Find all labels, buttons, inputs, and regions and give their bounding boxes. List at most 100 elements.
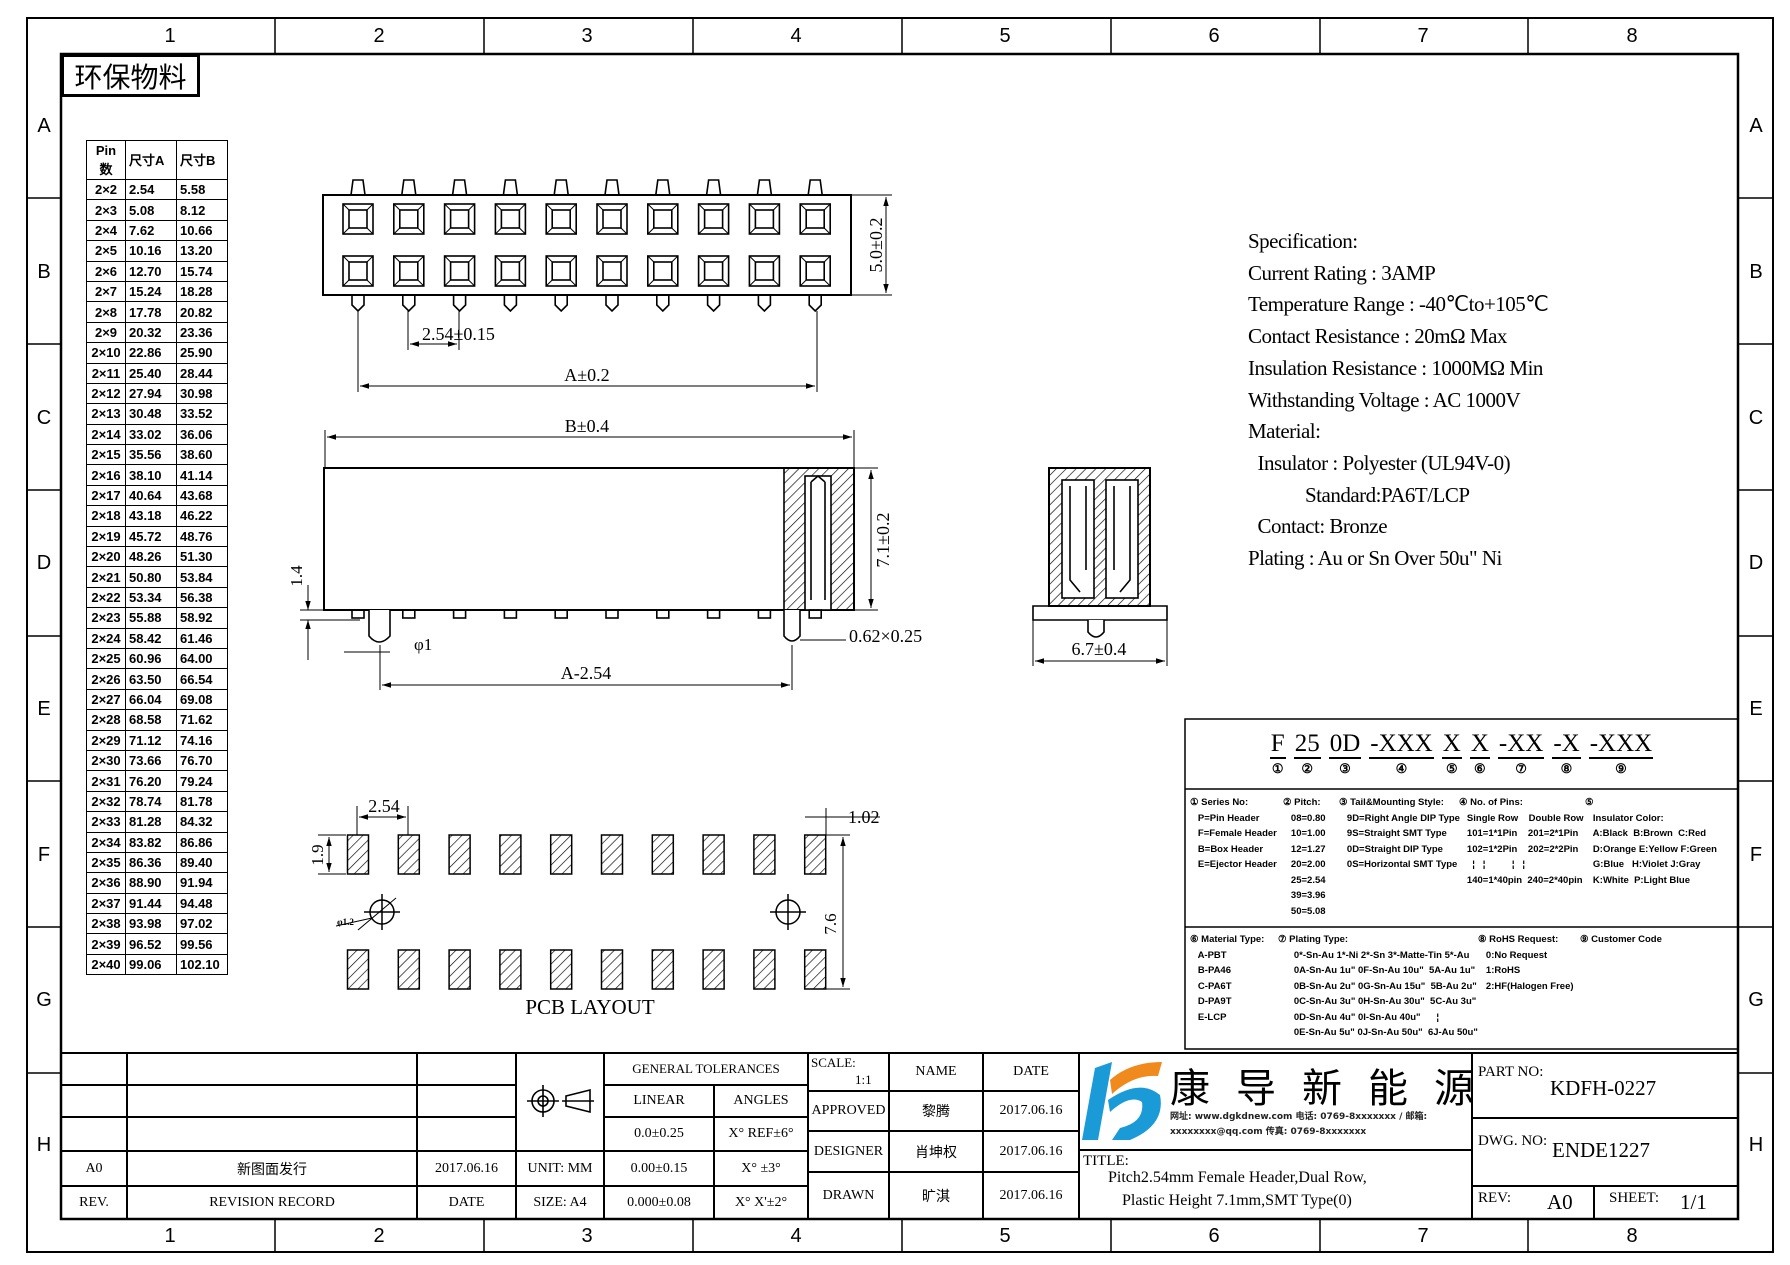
- rev-value: A0: [1547, 1190, 1573, 1214]
- table-cell: 38.60: [176, 444, 228, 466]
- contact-socket: [443, 255, 476, 287]
- spec-line: Material:: [1248, 419, 1321, 444]
- table-cell: 2×27: [86, 688, 126, 711]
- table-cell: 66.04: [125, 688, 177, 711]
- table-cell: 25.40: [125, 362, 177, 384]
- company-name: 康导新能源: [1170, 1066, 1500, 1112]
- table-cell: 91.94: [176, 872, 228, 894]
- code-section-material: ⑥ Material Type: A-PBT B-PA46 C-PA6T D-P…: [1190, 934, 1265, 1023]
- code-section-rohs: ⑧ RoHS Request: 0:No Request 1:RoHS 2:HF…: [1478, 934, 1574, 992]
- table-cell: 93.98: [125, 913, 177, 935]
- table-cell: 43.18: [125, 505, 177, 527]
- table-cell: 38.10: [125, 464, 177, 486]
- table-cell: 2×31: [86, 770, 126, 792]
- table-cell: 2×40: [86, 953, 126, 976]
- pin-tab: [705, 179, 722, 196]
- contact-socket: [392, 203, 425, 235]
- general-tolerances-title: GENERAL TOLERANCES: [632, 1061, 780, 1076]
- drawn-role: DRAWN: [822, 1187, 875, 1203]
- contact-socket: [494, 203, 527, 235]
- table-cell: 27.94: [125, 382, 177, 405]
- frame-row-label: H: [1748, 1133, 1764, 1156]
- company-contact: 网址: www.dgkdnew.com 电话: 0769-8xxxxxxx / …: [1170, 1112, 1428, 1137]
- pcb-pad: [397, 949, 421, 990]
- spec-line: Insulation Resistance : 1000MΩ Min: [1248, 355, 1543, 380]
- pcb-pad: [549, 834, 573, 875]
- code-section-customer: ⑨ Customer Code: [1580, 934, 1662, 945]
- top-view-dimensions: [357, 194, 892, 392]
- dim-peg: φ1: [414, 635, 432, 654]
- table-cell: 30.48: [125, 403, 177, 425]
- table-cell: 2×20: [86, 546, 126, 568]
- tolerance-angle-3: X° X'±2°: [734, 1194, 788, 1210]
- table-cell: 2×21: [86, 566, 126, 588]
- pin-tail: [452, 295, 467, 313]
- frame-column-label: 7: [1417, 1224, 1429, 1247]
- contact-socket: [342, 203, 374, 235]
- spec-line: Contact Resistance : 20mΩ Max: [1248, 324, 1507, 349]
- table-cell: 71.62: [176, 709, 228, 731]
- spec-line: Plating : Au or Sn Over 50u" Ni: [1248, 546, 1502, 571]
- pin-tab: [807, 179, 823, 196]
- code-segment-text: X: [1469, 730, 1490, 759]
- smt-foot: [554, 609, 569, 619]
- title-label: TITLE:: [1083, 1153, 1129, 1169]
- frame-row-label: C: [1748, 406, 1764, 429]
- title-block-lines: [61, 1052, 1738, 1219]
- pcb-dimensions: [318, 806, 880, 990]
- code-segment-text: -X: [1552, 730, 1581, 759]
- table-cell: 58.92: [176, 607, 228, 629]
- part-code-block-lines: [1184, 718, 1739, 1050]
- tolerance-angle-2: X° ±3°: [741, 1160, 781, 1176]
- smt-foot: [655, 609, 670, 619]
- unit: UNIT: MM: [527, 1160, 593, 1176]
- eco-material-stamp: 环保物料: [62, 55, 200, 97]
- dim-a: A±0.2: [564, 365, 609, 385]
- pcb-pad: [397, 834, 421, 875]
- dim-height-top: 5.0±0.2: [866, 218, 886, 273]
- frame-column-label: 2: [373, 1224, 385, 1247]
- table-cell: 61.46: [176, 627, 228, 649]
- contact-socket: [545, 203, 578, 235]
- code-segment-number: ②: [1301, 761, 1314, 776]
- table-cell: 51.30: [176, 546, 228, 568]
- table-cell: 20.82: [176, 301, 228, 323]
- table-cell: 8.12: [176, 199, 228, 221]
- contact-socket: [799, 203, 832, 235]
- table-cell: 17.78: [125, 301, 177, 323]
- end-view: [1032, 467, 1168, 638]
- revision-record-header: REVISION RECORD: [209, 1194, 335, 1210]
- frame-column-label: 5: [999, 24, 1011, 47]
- approved-role: APPROVED: [811, 1103, 886, 1118]
- top-view: [322, 179, 852, 313]
- spec-line: Temperature Range : -40℃to+105℃: [1248, 292, 1549, 317]
- table-cell: 2×5: [86, 240, 126, 262]
- table-cell: 91.44: [125, 892, 177, 915]
- table-cell: 2×38: [86, 913, 126, 935]
- code-segment-text: 0D: [1328, 730, 1362, 759]
- dwg-no-label: DWG. NO:: [1478, 1133, 1548, 1149]
- table-cell: 66.54: [176, 668, 228, 690]
- table-cell: 2×37: [86, 892, 126, 915]
- rev-header: REV.: [79, 1194, 109, 1210]
- pcb-pad: [702, 834, 725, 875]
